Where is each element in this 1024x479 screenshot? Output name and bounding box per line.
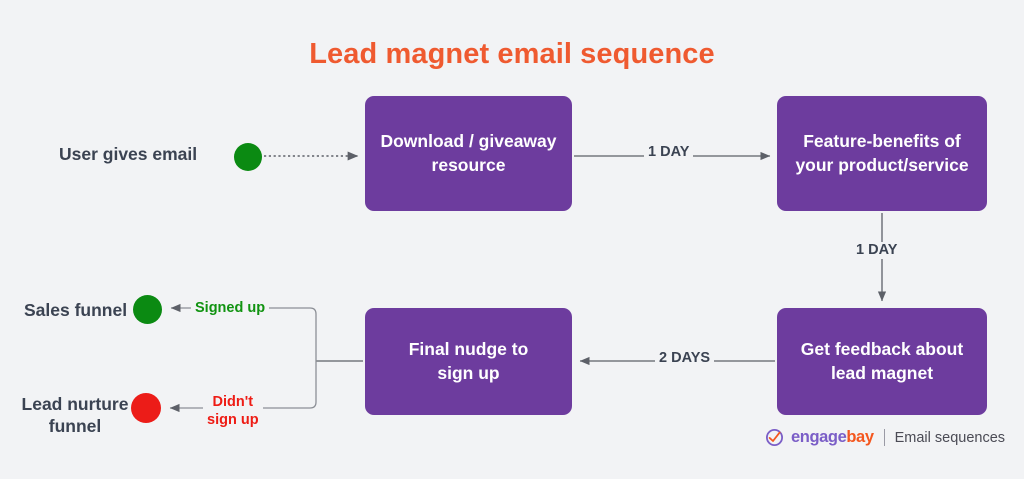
edge-label-1-day-feature-feedback: 1 DAY [852, 242, 902, 260]
label-lead-nurture-funnel: Lead nurture funnel [21, 393, 129, 437]
engagebay-logo-icon [766, 429, 783, 446]
node-download-line1: Download / giveaway [380, 131, 557, 152]
node-feature-line1: Feature-benefits of [803, 131, 961, 152]
node-download-giveaway[interactable]: Download / giveaway resource [365, 96, 572, 211]
sales-funnel-dot-icon [133, 295, 162, 324]
start-dot-icon [234, 143, 262, 171]
node-get-feedback[interactable]: Get feedback about lead magnet [777, 308, 987, 415]
edge-label-1-day-download-feature: 1 DAY [644, 144, 694, 162]
edge-label-didnt-sign-up: Didn't sign up [203, 393, 263, 430]
node-feedback-line2: lead magnet [830, 362, 934, 383]
node-feature-benefits[interactable]: Feature-benefits of your product/service [777, 96, 987, 211]
label-lead-nurture-line2: funnel [48, 416, 102, 437]
lead-nurture-dot-icon [131, 393, 161, 423]
node-download-line2: resource [431, 154, 506, 175]
label-lead-nurture-line1: Lead nurture [21, 394, 129, 414]
logo-word-bay: bay [846, 428, 874, 446]
page-title: Lead magnet email sequence [309, 38, 715, 70]
footer-caption: Email sequences [894, 429, 1006, 446]
label-user-gives-email: User gives email [59, 144, 198, 164]
node-final-nudge[interactable]: Final nudge to sign up [365, 308, 572, 415]
node-feedback-line1: Get feedback about [800, 339, 964, 360]
edge-label-2-days-feedback-nudge: 2 DAYS [655, 350, 715, 368]
footer-brand-lockup: engagebay Email sequences [765, 428, 1005, 447]
node-feature-line2: your product/service [795, 154, 969, 175]
logo-word-engage: engage [791, 428, 847, 446]
edge-label-signed-up: Signed up [191, 300, 270, 318]
logo-wordmark: engagebay [791, 428, 874, 447]
label-sales-funnel: Sales funnel [24, 300, 128, 320]
edge-label-didnt-line2: sign up [207, 412, 259, 429]
node-nudge-line2: sign up [437, 362, 500, 383]
footer-divider [883, 429, 885, 446]
edge-label-didnt-line1: Didn't [212, 394, 254, 410]
node-nudge-line1: Final nudge to [408, 339, 529, 360]
